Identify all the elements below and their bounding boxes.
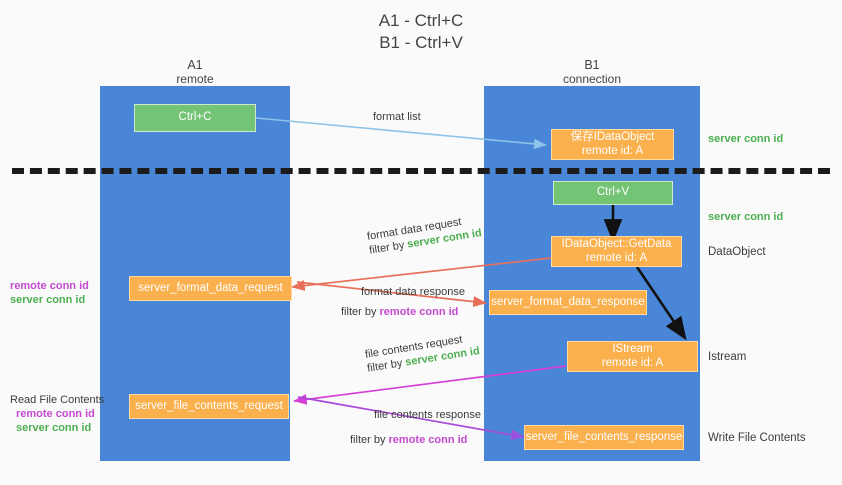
right-note-write-file-contents-text: Write File Contents <box>708 432 806 444</box>
node-save-idataobject[interactable]: 保存IDataObject remote id: A <box>551 129 674 160</box>
filter-by-prefix-4: filter by <box>350 434 386 446</box>
node-server-format-data-request-label: server_format_data_request <box>138 281 283 294</box>
node-idataobject-getdata-label: IDataObject::GetData <box>561 238 672 250</box>
right-note-istream-text: Istream <box>708 351 747 363</box>
node-server-file-contents-request-label: server_file_contents_request <box>135 399 283 412</box>
right-note-server-conn-id-1: server conn id <box>708 132 783 146</box>
node-idataobject-getdata[interactable]: IDataObject::GetData remote id: A <box>551 236 682 267</box>
left-note-2-server-conn-id: server conn id <box>16 422 92 434</box>
node-server-format-data-request[interactable]: server_format_data_request <box>129 276 292 301</box>
arrow-format-data-response <box>296 281 487 307</box>
node-ctrl-c-label: Ctrl+C <box>178 111 212 124</box>
left-note-2-remote-conn-id: remote conn id <box>16 408 95 420</box>
arrow-format-data-request <box>291 257 552 291</box>
lane-b1-subtitle: connection <box>562 72 622 86</box>
arrow-file-contents-response <box>297 396 525 441</box>
node-ctrl-c[interactable]: Ctrl+C <box>134 104 256 132</box>
lane-a1-subtitle: remote <box>176 72 214 86</box>
node-ctrl-v-label: Ctrl+V <box>596 186 630 199</box>
node-server-format-data-response[interactable]: server_format_data_response <box>489 290 647 315</box>
node-server-format-data-response-label: server_format_data_response <box>491 295 645 308</box>
node-istream-label: IStream <box>612 343 653 355</box>
node-ctrl-v[interactable]: Ctrl+V <box>553 181 673 205</box>
node-idataobject-getdata-sub: remote id: A <box>585 251 648 264</box>
node-istream[interactable]: IStream remote id: A <box>567 341 698 372</box>
edge-label-format-data-response-text: format data response <box>361 286 465 298</box>
lane-header-a1: A1 remote <box>100 58 290 86</box>
right-note-istream: Istream <box>708 350 746 364</box>
dashed-divider <box>12 168 830 174</box>
arrow-getdata-to-istream <box>635 266 687 341</box>
right-note-write-file-contents: Write File Contents <box>708 431 806 445</box>
node-server-file-contents-request[interactable]: server_file_contents_request <box>129 394 289 419</box>
node-server-file-contents-response[interactable]: server_file_contents_response <box>524 425 684 450</box>
title-line-2: B1 - Ctrl+V <box>379 33 463 52</box>
right-note-server-conn-id-2-text: server conn id <box>708 211 784 223</box>
remote-conn-id-token-1: remote conn id <box>379 306 459 318</box>
edge-label-file-contents-response: file contents response <box>374 408 481 422</box>
edge-label-file-contents-response-text: file contents response <box>374 409 482 421</box>
remote-conn-id-token-2: remote conn id <box>388 434 468 446</box>
edge-label-format-data-response: format data response <box>361 285 465 299</box>
lane-header-b1: B1 connection <box>484 58 700 86</box>
left-note-group-1: remote conn id server conn id <box>10 279 89 307</box>
left-note-1-remote-conn-id: remote conn id <box>10 280 89 292</box>
node-server-file-contents-response-label: server_file_contents_response <box>525 430 683 443</box>
edge-label-format-list: format list <box>373 110 421 124</box>
left-note-1-server-conn-id: server conn id <box>10 294 86 306</box>
arrow-file-contents-request <box>293 365 567 405</box>
right-note-server-conn-id-2: server conn id <box>708 210 783 224</box>
filter-by-prefix-2: filter by <box>341 306 377 318</box>
lane-b1-title: B1 <box>584 58 600 72</box>
title-line-1: A1 - Ctrl+C <box>378 11 464 30</box>
edge-label-format-list-text: format list <box>373 111 421 123</box>
node-save-idataobject-sub: remote id: A <box>581 144 644 157</box>
left-note-2-heading: Read File Contents <box>10 394 105 406</box>
edge-label-format-data-response-filter: filter by remote conn id <box>341 305 458 319</box>
node-istream-sub: remote id: A <box>601 356 664 369</box>
page-title: A1 - Ctrl+C B1 - Ctrl+V <box>0 10 842 54</box>
edge-label-file-contents-response-filter: filter by remote conn id <box>350 433 467 447</box>
left-note-group-2: Read File Contents remote conn id server… <box>10 393 104 435</box>
arrow-format-list <box>255 117 547 149</box>
lane-a1-title: A1 <box>187 58 203 72</box>
right-note-server-conn-id-1-text: server conn id <box>708 133 784 145</box>
right-note-dataobject-text: DataObject <box>708 246 766 258</box>
node-save-idataobject-label: 保存IDataObject <box>570 131 655 143</box>
right-note-dataobject: DataObject <box>708 245 766 259</box>
